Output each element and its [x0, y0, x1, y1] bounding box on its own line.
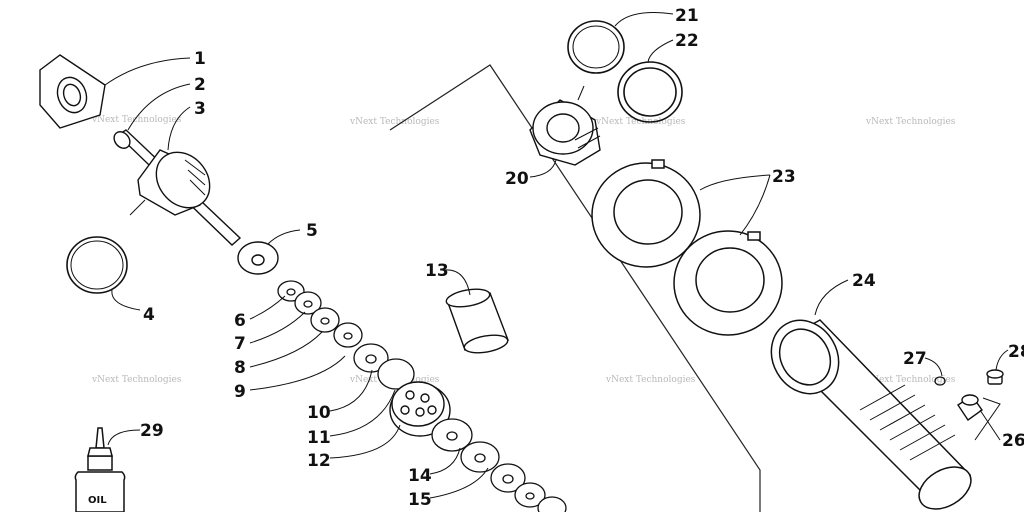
part-2-3-shaft-assembly [113, 129, 242, 246]
part-21-o-ring [567, 20, 625, 74]
callout-14: 14 [408, 466, 432, 486]
part-23-collar-upper [591, 159, 701, 268]
callout-11: 11 [307, 428, 331, 448]
part-29-oil-bottle [74, 427, 126, 512]
part-24-shock-body [770, 319, 972, 510]
callout-24: 24 [852, 271, 876, 291]
watermark: vNext Technologies [595, 117, 686, 127]
section-outline [389, 64, 761, 512]
callout-6: 6 [234, 311, 246, 331]
watermark: vNext Technologies [865, 117, 956, 127]
callout-28: 28 [1008, 342, 1024, 362]
callout-27: 27 [903, 349, 927, 369]
callout-21: 21 [675, 6, 699, 26]
part-5-washer [237, 241, 279, 275]
part-13-piston-band [445, 288, 509, 354]
shim-stack [277, 280, 415, 390]
part-1-eyelet [39, 54, 106, 129]
watermark: vNext Technologies [349, 117, 440, 127]
leader-lines [104, 12, 1009, 499]
callout-15: 15 [408, 490, 432, 510]
callout-2: 2 [194, 75, 206, 95]
callout-4: 4 [143, 305, 155, 325]
callout-1: 1 [194, 49, 206, 69]
watermark: vNext Technologies [91, 375, 182, 385]
part-27-o-ring [934, 376, 946, 386]
callout-13: 13 [425, 261, 449, 281]
part-20-seal-head [529, 99, 601, 166]
callout-9: 9 [234, 382, 246, 402]
callout-labels: 1 2 3 4 5 6 7 8 9 10 11 12 13 14 15 20 2… [140, 6, 1024, 510]
part-22-seal [617, 61, 683, 123]
part-4-o-ring [66, 236, 128, 294]
callout-20: 20 [505, 169, 529, 189]
watermark: vNext Technologies [605, 375, 696, 385]
oil-bottle-label: OIL [88, 495, 107, 506]
part-23-collar-lower [673, 230, 783, 336]
callout-8: 8 [234, 358, 246, 378]
callout-5: 5 [306, 221, 318, 241]
watermark: vNext Technologies [91, 115, 182, 125]
part-28-cap [986, 369, 1004, 385]
part-26-valve [957, 394, 983, 421]
callout-3: 3 [194, 99, 206, 119]
callout-7: 7 [234, 334, 246, 354]
callout-10: 10 [307, 403, 331, 423]
callout-22: 22 [675, 31, 699, 51]
callout-29: 29 [140, 421, 164, 441]
lower-shim-stack [431, 418, 567, 512]
callout-26: 26 [1002, 431, 1024, 451]
callout-23: 23 [772, 167, 796, 187]
callout-12: 12 [307, 451, 331, 471]
watermark: vNext Technologies [865, 375, 956, 385]
part-12-piston [389, 381, 451, 437]
